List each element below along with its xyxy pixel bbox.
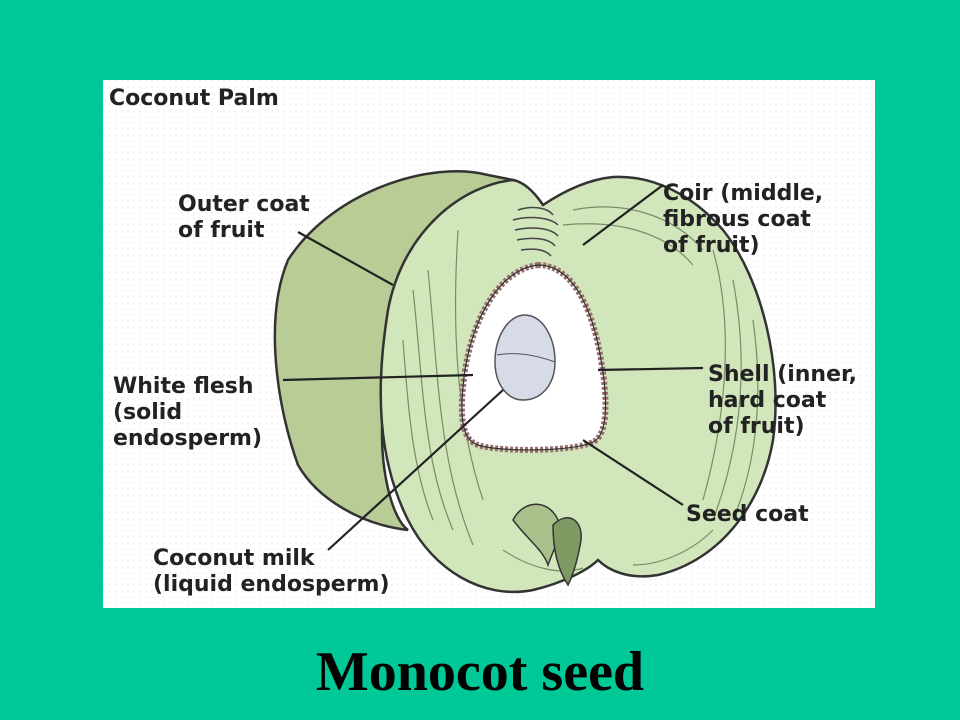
label-outer-coat: Outer coat of fruit <box>178 192 310 243</box>
diagram-title: Coconut Palm <box>109 86 279 111</box>
label-coir: Coir (middle, fibrous coat of fruit) <box>663 181 824 258</box>
coconut-cross-section <box>103 80 875 608</box>
label-white-flesh: White flesh (solid endosperm) <box>113 374 263 451</box>
top-pore <box>512 206 559 257</box>
label-seed-coat: Seed coat <box>686 502 809 527</box>
slide-caption: Monocot seed <box>315 641 645 703</box>
label-coconut-milk: Coconut milk (liquid endosperm) <box>153 546 390 597</box>
diagram-panel: Coconut Palm Outer coat of fruit Coir (m… <box>103 80 875 608</box>
milk-cavity <box>494 314 556 401</box>
leader-lines <box>282 184 704 551</box>
label-shell: Shell (inner, hard coat of fruit) <box>708 362 857 439</box>
coir-fibres <box>402 206 759 572</box>
